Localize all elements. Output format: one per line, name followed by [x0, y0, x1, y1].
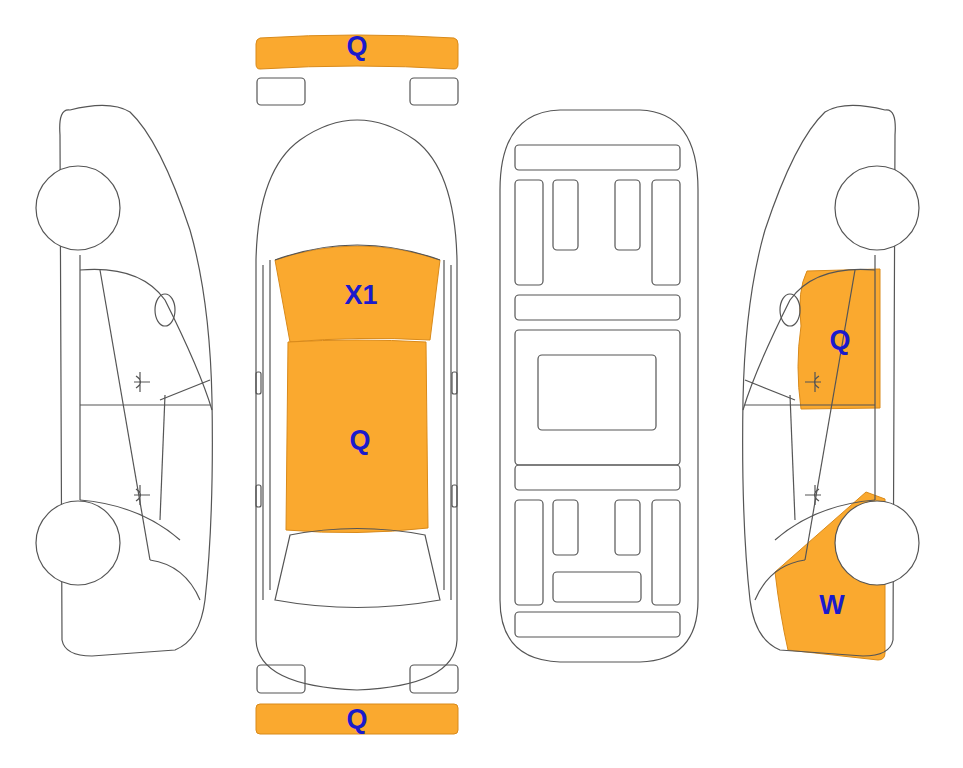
- left-side-view: [36, 105, 212, 656]
- rear-bumper-area: Q: [256, 704, 458, 735]
- roof-area: Q: [283, 338, 431, 538]
- damage-code: X1: [344, 282, 377, 309]
- top-view: [256, 78, 458, 693]
- damage-shape: [770, 485, 888, 665]
- quarter-panel-area: W: [770, 485, 888, 665]
- damage-code: Q: [349, 427, 370, 454]
- damage-code: Q: [829, 327, 850, 354]
- windshield-area: X1: [270, 240, 445, 345]
- front-bumper-area: Q: [256, 34, 458, 70]
- damage-code: Q: [346, 33, 367, 60]
- damage-fill: [286, 340, 428, 533]
- door-area: Q: [793, 266, 885, 412]
- damage-fill: [256, 704, 458, 734]
- damage-fill: [798, 269, 880, 409]
- damage-code: Q: [346, 706, 367, 733]
- damage-fill: [275, 246, 440, 342]
- damage-fill: [775, 492, 885, 660]
- damage-code: W: [819, 592, 844, 619]
- underside-view: [500, 110, 698, 662]
